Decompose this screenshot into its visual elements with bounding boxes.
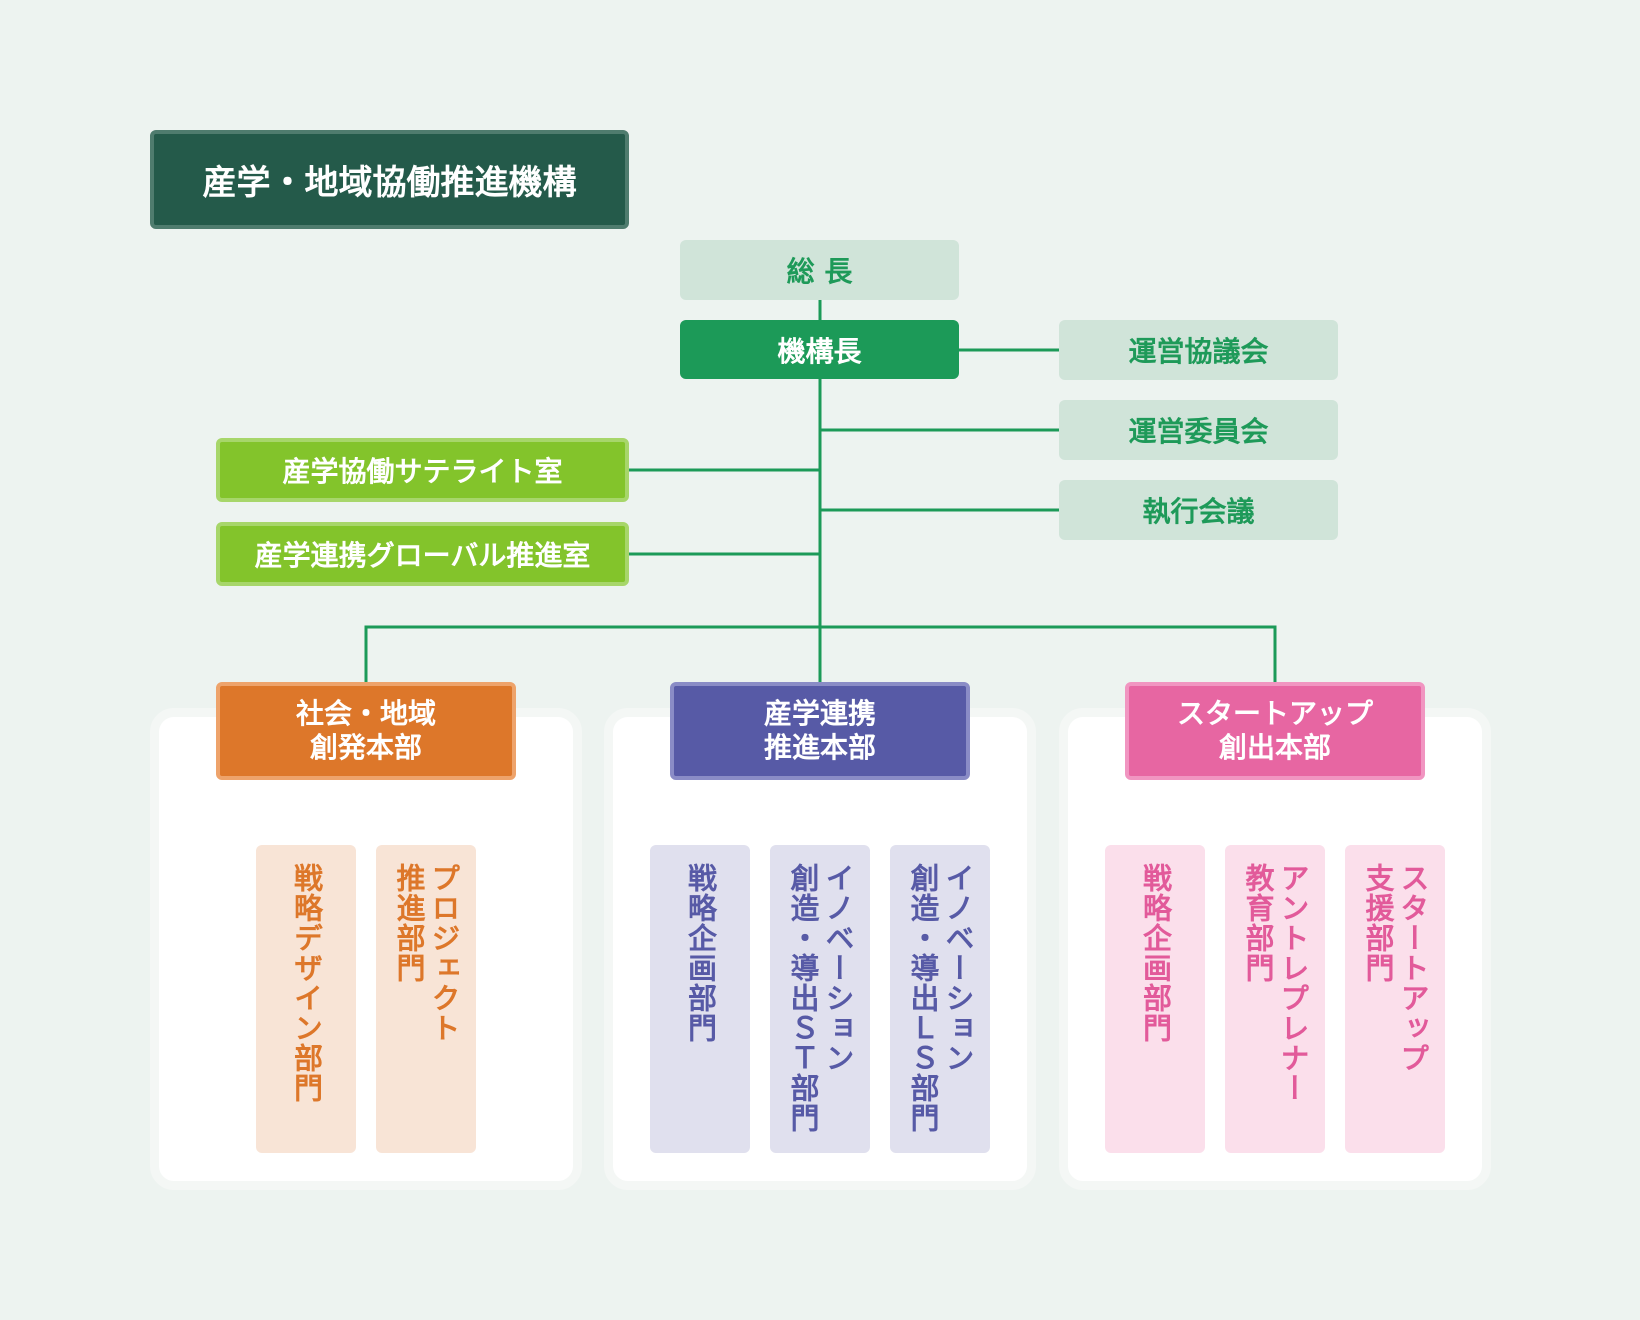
hq-social-regional: 社会・地域 創発本部 (216, 682, 516, 780)
dept-label-line: 戦略デザイン部門 (289, 863, 324, 1103)
dept-entrepreneur-education: アントレプレナー 教育部門 (1225, 845, 1325, 1153)
dept-strategic-planning: 戦略企画部門 (650, 845, 750, 1153)
hq-label-line: 創出本部 (1218, 731, 1331, 764)
hq-startup: スタートアップ 創出本部 (1125, 682, 1425, 780)
committee-operations-box: 運営委員会 (1059, 400, 1338, 460)
dept-label-line: 創造・導出ＳＴ部門 (786, 863, 820, 1133)
dept-label-line: 教育部門 (1241, 863, 1275, 983)
director-box: 機構長 (680, 320, 959, 379)
dept-label-line: イノベーション (821, 863, 855, 1073)
hq-label-line: 創発本部 (309, 731, 422, 764)
dept-label-line: アントレプレナー (1276, 863, 1310, 1103)
hq-label-line: 社会・地域 (295, 697, 436, 731)
dept-label-line: プロジェクト (427, 863, 461, 1043)
dept-innovation-ls: イノベーション 創造・導出ＬＳ部門 (890, 845, 990, 1153)
executive-meeting-box: 執行会議 (1059, 480, 1338, 540)
dept-label-line: 推進部門 (392, 863, 426, 983)
organization-title: 産学・地域協働推進機構 (150, 130, 629, 229)
global-office-box: 産学連携グローバル推進室 (216, 522, 629, 586)
dept-label-line: 戦略企画部門 (1138, 863, 1173, 1043)
dept-project-promotion: プロジェクト 推進部門 (376, 845, 476, 1153)
panel-social-regional (150, 708, 582, 1190)
dept-label-line: スタートアップ (1396, 863, 1430, 1073)
dept-label-line: 創造・導出ＬＳ部門 (906, 863, 940, 1133)
dept-label-line: 戦略企画部門 (683, 863, 718, 1043)
president-box: 総 長 (680, 240, 959, 300)
hq-label-line: スタートアップ (1176, 697, 1373, 731)
hq-industry-academia: 産学連携 推進本部 (670, 682, 970, 780)
satellite-office-box: 産学協働サテライト室 (216, 438, 629, 502)
council-operations-box: 運営協議会 (1059, 320, 1338, 380)
dept-label-line: 支援部門 (1361, 863, 1395, 983)
hq-label-line: 推進本部 (763, 731, 876, 764)
hq-label-line: 産学連携 (763, 697, 876, 731)
dept-innovation-st: イノベーション 創造・導出ＳＴ部門 (770, 845, 870, 1153)
dept-strategic-planning-startup: 戦略企画部門 (1105, 845, 1205, 1153)
dept-startup-support: スタートアップ 支援部門 (1345, 845, 1445, 1153)
dept-strategy-design: 戦略デザイン部門 (256, 845, 356, 1153)
dept-label-line: イノベーション (941, 863, 975, 1073)
